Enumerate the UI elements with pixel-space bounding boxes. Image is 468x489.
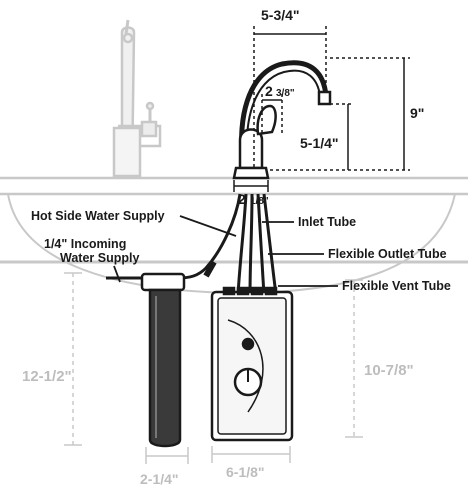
tank-logo xyxy=(241,337,255,351)
hot-side-water-supply-tube xyxy=(177,193,242,280)
vent-tube-line xyxy=(256,193,266,296)
handle-width-frac-label: 3/8" xyxy=(276,88,295,99)
component-labels: Hot Side Water Supply 1/4" Incoming Wate… xyxy=(31,209,451,293)
tank-feet xyxy=(222,286,278,296)
tank-panel-curve xyxy=(227,319,264,413)
dimension-labels: 5-3/4" 9" 5-1/4" 2 3/8" 2 1/8" xyxy=(238,7,424,207)
ghost-background xyxy=(0,19,468,295)
supply-tubes xyxy=(106,193,278,296)
faucet-nozzle xyxy=(317,90,332,106)
cold-water-faucet xyxy=(112,19,162,178)
faucet-handle xyxy=(256,104,277,136)
vent-tube-line-2 xyxy=(262,193,278,296)
faucet-base xyxy=(232,166,270,180)
filter-height-label: 12-1/2" xyxy=(22,368,72,385)
outlet-tube-line xyxy=(248,193,254,296)
handle-width-main-label: 2 xyxy=(265,83,273,99)
shank-width-main-label: 2 xyxy=(238,191,246,207)
spout-clearance-label: 5-1/4" xyxy=(300,135,339,151)
hot-water-tank xyxy=(210,286,294,442)
filter-width-label: 2-1/4" xyxy=(140,471,179,487)
spout-reach-label: 5-3/4" xyxy=(261,7,300,23)
ghost-dimensions xyxy=(64,272,363,464)
filter-cartridge xyxy=(148,288,182,448)
hot-side-leader xyxy=(179,215,237,237)
faucet-spout xyxy=(239,60,329,169)
incoming-label-line2: Water Supply xyxy=(60,251,139,265)
inlet-tube-label: Inlet Tube xyxy=(298,215,356,229)
leader-lines xyxy=(113,215,338,287)
outlet-tube-label: Flexible Outlet Tube xyxy=(328,247,447,261)
water-filter xyxy=(140,272,186,448)
hot-water-faucet xyxy=(232,60,332,180)
faucet-height-label: 9" xyxy=(410,105,424,121)
shank-width-frac-label: 1/8" xyxy=(250,196,269,207)
incoming-label-line1: 1/4" Incoming xyxy=(44,237,126,251)
vent-tube-label: Flexible Vent Tube xyxy=(342,279,451,293)
incoming-leader xyxy=(113,265,121,283)
dimension-lines xyxy=(233,26,410,192)
inlet-tube-line xyxy=(236,193,248,296)
filter-supply-elbow xyxy=(203,260,217,278)
ghost-dimension-labels: 12-1/2" 2-1/4" 10-7/8" 6-1/8" xyxy=(22,362,414,487)
tank-height-label: 10-7/8" xyxy=(364,362,414,379)
filter-head xyxy=(140,272,186,292)
tank-width-label: 6-1/8" xyxy=(226,464,265,480)
hot-side-label: Hot Side Water Supply xyxy=(31,209,165,223)
faucet-body xyxy=(238,128,264,170)
